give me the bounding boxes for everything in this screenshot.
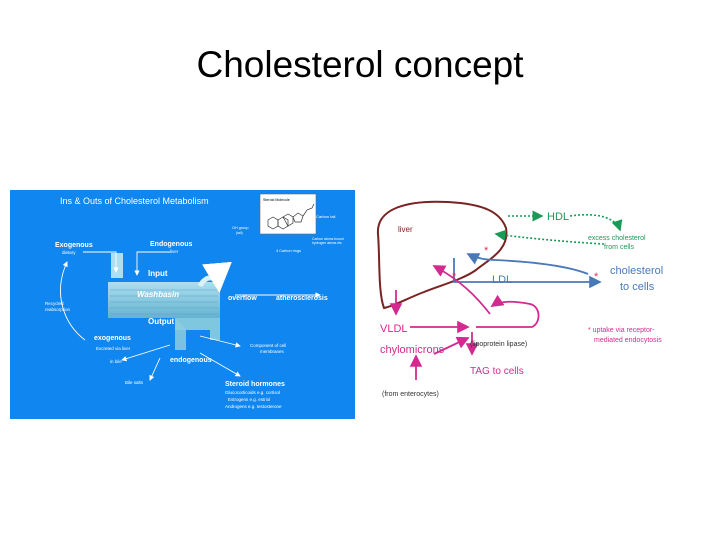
dietary-label: dietary [62, 250, 76, 255]
atherosclerosis-label: atherosclerosis [276, 295, 328, 302]
ldl-label: LDL [492, 274, 512, 286]
chylomicron-to-lipase-arrow [433, 336, 470, 355]
overflow-label: overflow [228, 295, 257, 302]
component-label-2: membranes [260, 349, 285, 354]
endogenous-top-label: Endogenous [150, 241, 192, 248]
overflow-curve-arrow [197, 261, 232, 293]
lipase-to-ldl-arrow [476, 294, 540, 328]
excess-cholesterol-label-2: from cells [604, 244, 634, 251]
vldl-label: VLDL [380, 323, 408, 335]
washbasin-illustration [108, 253, 232, 350]
lipoprotein-diagram: liver HDL excess cholesterol from cells … [376, 200, 663, 398]
liver-label: liver [398, 225, 413, 234]
oh-group-label: OH group [232, 226, 248, 230]
excreted-label-1: Excreted via liver [96, 346, 131, 351]
liver-outline [376, 200, 508, 310]
hydrocarbon-label-2: hydrogen atoms etc [312, 241, 342, 245]
uptake-note-text-1: uptake via receptor- [591, 327, 655, 334]
output-label: Output [148, 317, 175, 326]
input-label: Input [148, 269, 168, 278]
steroid-molecule-inset: Steroid Molecule Carbon tail OH group (t… [232, 193, 344, 253]
steroid-hormones-label: Steroid hormones [225, 381, 285, 388]
uptake-note-line-2: mediated endocytosis [594, 337, 662, 344]
component-label-1: Component of cell [250, 343, 286, 348]
cholesterol-label-2: to cells [620, 281, 655, 293]
carbon-rings-label: 4 Carbon rings [276, 249, 301, 253]
recycled-label-1: Recycled [45, 301, 64, 306]
asterisk-cells: * [594, 271, 599, 283]
lipoprotein-pathway-figure: liver HDL excess cholesterol from cells … [372, 194, 710, 410]
hdl-to-cells-arrow [569, 214, 623, 232]
ldl-to-cells-arrow [453, 258, 602, 289]
left-figure-title: Ins & Outs of Cholesterol Metabolism [60, 196, 209, 206]
metabolism-diagram: Ins & Outs of Cholesterol Metabolism Ste… [45, 193, 344, 409]
liver-label-left: liver [170, 249, 179, 254]
estrogens-label: Estrogens e.g. estriol [228, 397, 270, 402]
excess-cholesterol-label-1: excess cholesterol [588, 235, 646, 242]
uptake-note-line-1: * uptake via receptor- [588, 327, 655, 334]
endogenous-bottom-label: endogenous [170, 357, 212, 364]
ldl-return-arrow [466, 253, 589, 275]
exogenous-bottom-label: exogenous [94, 335, 131, 342]
cholesterol-metabolism-figure: Ins & Outs of Cholesterol Metabolism Ste… [10, 190, 355, 419]
inset-title: Steroid Molecule [263, 198, 290, 202]
exogenous-top-label: Exogenous [55, 242, 93, 249]
lipoprotein-lipase-label: (lipoprotein lipase) [470, 341, 527, 348]
glucocorticoids-label: Glucocorticoids e.g. cortisol [225, 390, 280, 395]
cholesterol-label-1: cholesterol [610, 265, 663, 277]
hydrocarbon-label-1: Carbon atoms bound [312, 237, 344, 241]
remnant-to-liver-arrow [432, 265, 491, 315]
slide-title: Cholesterol concept [196, 44, 524, 85]
chylomicrons-label: chylomicrons [380, 344, 445, 356]
carbon-tail-label: Carbon tail [316, 214, 335, 219]
steroid-rings-icon [267, 203, 315, 230]
excreted-label-2: in bile [110, 359, 122, 364]
enterocytes-label: (from enterocytes) [382, 391, 439, 398]
hdl-label: HDL [547, 211, 569, 223]
asterisk-liver-1: * [484, 245, 489, 257]
asterisk-liver-2: * [452, 271, 457, 283]
recycled-label-2: reabsorption [45, 307, 71, 312]
bile-salts-label: Bile salts [125, 380, 144, 385]
excess-cholesterol-arrow [494, 229, 605, 245]
uptake-asterisk: * [588, 327, 591, 334]
washbasin-label: Washbasin [137, 290, 179, 299]
tag-to-cells-label: TAG to cells [470, 366, 524, 377]
oh-group-sub-label: (tail) [236, 231, 243, 235]
androgens-label: Androgens e.g. testosterone [225, 404, 282, 409]
